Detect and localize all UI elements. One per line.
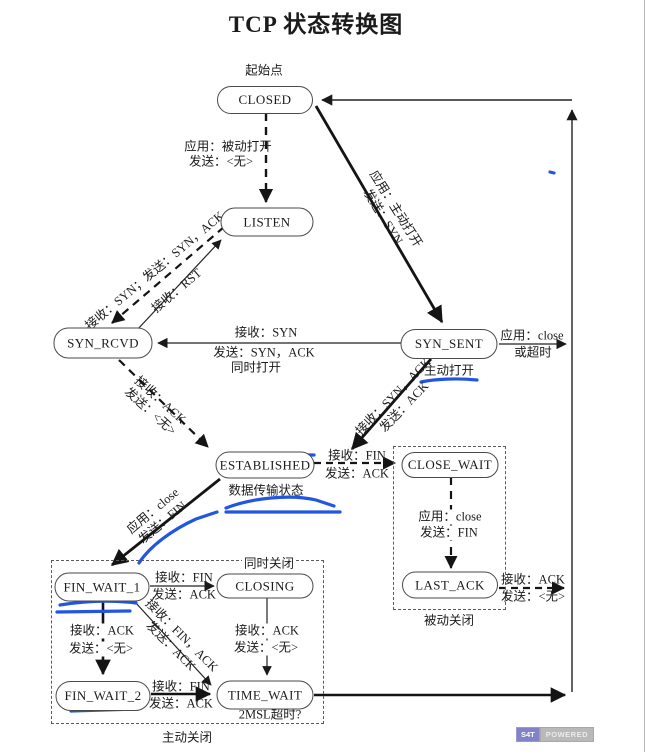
label-closed-listen-2: 发送：<无> (188, 154, 254, 169)
state-node-syn-sent: SYN_SENT (400, 329, 498, 359)
label-finwait2-timewait-2: 发送：ACK (149, 696, 213, 711)
active-open-label: 主动打开 (423, 363, 475, 378)
edge-finwait1-to-timewait (134, 601, 212, 686)
watermark-badge-left: S4T (516, 727, 540, 742)
state-node-listen: LISTEN (220, 207, 314, 237)
label-synsent-closed-1: 应用：close (500, 328, 564, 343)
label-closing-timewait-2: 发送：<无> (231, 640, 301, 656)
watermark-badge: S4T POWERED (516, 727, 595, 742)
state-node-fin-wait-2: FIN_WAIT_2 (55, 681, 151, 711)
label-finwait1-finwait2-1: 接收：ACK (68, 623, 136, 639)
simultaneous-close-label: 同时关闭 (241, 556, 297, 572)
label-lastack-closed-1: 接收：ACK (501, 572, 565, 587)
label-finwait1-finwait2-2: 发送：<无> (66, 641, 136, 657)
state-node-last-ack: LAST_ACK (402, 571, 498, 599)
edge-established-to-finwait1 (110, 477, 221, 567)
state-node-established: ESTABLISHED (215, 451, 315, 479)
state-node-closing: CLOSING (216, 573, 314, 599)
page-edge-line (644, 0, 645, 752)
passive-close-group-box (393, 446, 506, 610)
label-finwait1-closing-2: 发送：ACK (152, 587, 216, 602)
label-closing-timewait-1: 接收：ACK (233, 623, 301, 639)
edge-closed-to-synsent (314, 105, 444, 324)
passive-close-label: 被动关闭 (423, 613, 475, 628)
label-established-closewait-1: 接收：FIN (328, 448, 386, 463)
active-close-group-box (51, 560, 324, 724)
label-established-closewait-2: 发送：ACK (325, 466, 389, 481)
label-closewait-lastack-2: 发送：FIN (418, 525, 480, 541)
label-closewait-lastack-1: 应用：close (416, 509, 484, 525)
blue-dot-mark (548, 170, 556, 175)
blue-underline2-fin-wait-1 (55, 609, 132, 614)
edge-synsent-to-established (350, 358, 433, 451)
blue-curve-data-transfer (224, 495, 336, 510)
state-node-fin-wait-1: FIN_WAIT_1 (54, 572, 150, 602)
state-node-time-wait: TIME_WAIT (216, 680, 314, 710)
label-finwait1-closing-1: 接收：FIN (155, 570, 213, 585)
simultaneous-open-label: 同时打开 (230, 360, 282, 375)
watermark-badge-right: POWERED (539, 727, 595, 742)
state-node-syn-rcvd: SYN_RCVD (53, 327, 153, 359)
state-node-closed: CLOSED (217, 86, 313, 114)
edge-listen-to-synrcvd (111, 226, 225, 324)
msl-timeout-label: 2MSL超时? (238, 707, 302, 722)
active-close-label: 主动关闭 (161, 730, 213, 745)
label-finwait2-timewait-1: 接收：FIN (152, 679, 210, 694)
edge-synrcvd-to-established (118, 359, 209, 448)
blue-underline-active-open (419, 377, 479, 384)
blue-swoosh-mark (137, 510, 219, 565)
data-transfer-label: 数据传输状态 (228, 483, 304, 498)
label-closed-listen-1: 应用：被动打开 (184, 139, 272, 154)
label-lastack-closed-2: 发送：<无> (500, 589, 566, 604)
page-title: TCP 状态转换图 (228, 12, 404, 37)
label-synsent-synrcvd-2: 发送：SYN，ACK (213, 345, 315, 360)
start-point-label: 起始点 (245, 63, 283, 78)
state-node-close-wait: CLOSE_WAIT (401, 452, 499, 478)
label-synsent-closed-2: 或超时 (514, 345, 552, 360)
label-synsent-synrcvd-1: 接收：SYN (234, 325, 298, 340)
edge-synrcvd-to-listen-rst (136, 239, 222, 331)
